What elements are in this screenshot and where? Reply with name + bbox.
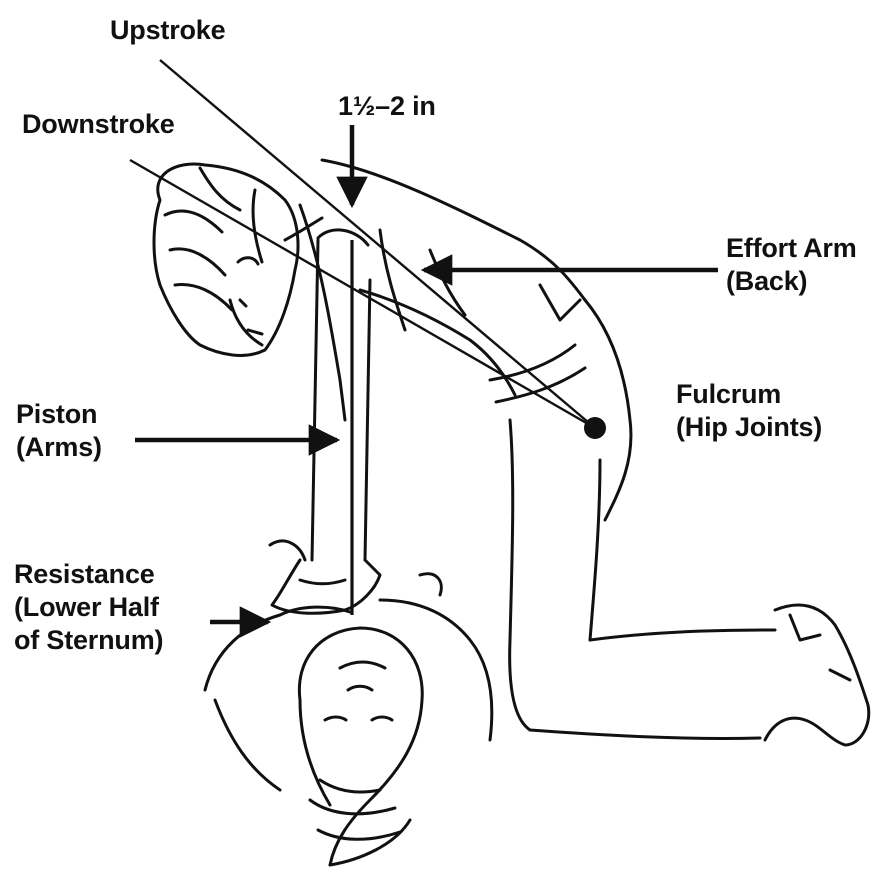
- victim-figure: [205, 541, 492, 865]
- upstroke-label: Upstroke: [110, 14, 225, 47]
- fulcrum-label: Fulcrum (Hip Joints): [676, 378, 822, 444]
- lever-lines: [130, 60, 595, 615]
- fulcrum-point: [584, 417, 606, 439]
- piston-label: Piston (Arms): [16, 398, 102, 464]
- downstroke-line: [130, 160, 595, 428]
- fulcrum-label-line2: (Hip Joints): [676, 411, 822, 444]
- fulcrum-label-line1: Fulcrum: [676, 378, 822, 411]
- downstroke-label: Downstroke: [22, 108, 175, 141]
- compression-depth-label: 1½–2 in: [338, 90, 436, 123]
- piston-label-line1: Piston: [16, 398, 102, 431]
- piston-label-line2: (Arms): [16, 431, 102, 464]
- resistance-label-line1: Resistance: [14, 558, 163, 591]
- resistance-label-line2: (Lower Half: [14, 591, 163, 624]
- effort-arm-label-line2: (Back): [726, 265, 857, 298]
- resistance-label: Resistance (Lower Half of Sternum): [14, 558, 163, 657]
- resistance-label-line3: of Sternum): [14, 624, 163, 657]
- effort-arm-label-line1: Effort Arm: [726, 232, 857, 265]
- effort-arm-label: Effort Arm (Back): [726, 232, 857, 298]
